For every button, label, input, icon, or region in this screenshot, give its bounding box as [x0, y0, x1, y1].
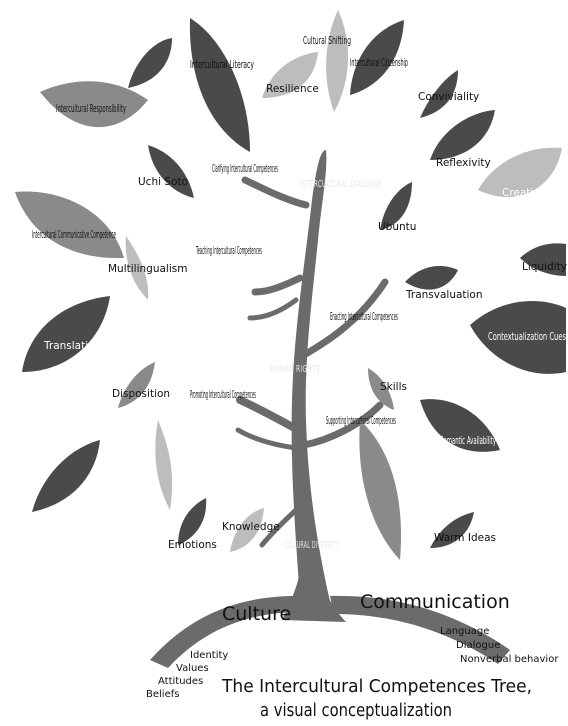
leaf-supporting-right	[359, 420, 401, 560]
label-resilience: Resilience	[266, 83, 319, 95]
label-intercultural-literacy: Intercultural Literacy	[190, 59, 254, 71]
leaf-reflexivity	[430, 110, 495, 160]
leaf-top-left-small	[128, 38, 172, 88]
label-reflexivity: Reflexivity	[436, 157, 491, 169]
culture-item: Identity	[190, 650, 228, 661]
label-knowledge: Knowledge	[222, 521, 280, 533]
label-teaching: Teaching Intercultural Competences	[196, 245, 262, 257]
label-disposition: Disposition	[112, 388, 170, 400]
leaf-disposition	[118, 362, 155, 408]
label-promoting: Promoting Intercultural Competences	[190, 389, 256, 401]
tree-trunk	[282, 150, 346, 622]
label-emotions: Emotions	[168, 539, 217, 551]
label-clarifying: Clarifying Intercultural Competences	[212, 163, 278, 175]
label-translation: Translation	[43, 340, 101, 352]
leaf-emotions	[178, 498, 206, 545]
label-supporting: Supporting Intercultural Competences	[326, 415, 396, 427]
label-intercultural-communicative-competence: Intercultural Communicative Competence	[32, 229, 116, 241]
label-contextualization-cues: Contextualization Cues	[488, 331, 566, 343]
culture-item: Values	[176, 663, 209, 674]
label-ubuntu: Ubuntu	[378, 221, 416, 233]
leaf-transvaluation	[405, 266, 458, 290]
leaf-uchi-soto	[148, 145, 194, 198]
label-warm-ideas: Warm Ideas	[434, 532, 496, 544]
leaf-left-lower	[32, 440, 100, 512]
label-skills: Skills	[380, 381, 407, 393]
label-semantic-availability: Semantic Availability	[440, 435, 496, 447]
communication-item: Dialogue	[456, 640, 500, 651]
label-conviviality: Conviviality	[418, 91, 479, 103]
leaf-cultural-shifting	[326, 10, 348, 112]
label-transvaluation: Transvaluation	[405, 289, 483, 301]
trunk-label-human-rights: HUMAN RIGHTS	[270, 364, 320, 375]
leaf-intercultural-literacy	[190, 18, 250, 152]
leaf-knowledge-upper	[155, 420, 172, 510]
leaf-translation	[22, 296, 110, 372]
communication-item: Nonverbal behavior	[460, 654, 559, 665]
culture-item: Beliefs	[146, 689, 179, 700]
label-multilingualism: Multilingualism	[108, 263, 187, 275]
label-liquidity: Liquidity	[522, 261, 567, 273]
label-enacting: Enacting Intercultural Competences	[330, 311, 398, 323]
communication-item: Language	[440, 626, 489, 637]
label-communication: Communication	[360, 591, 510, 613]
label-cultural-shifting: Cultural Shifting	[303, 35, 351, 47]
label-uchi-soto: Uchi Soto	[138, 176, 188, 188]
leaf-intercultural-communicative-competence	[15, 192, 124, 259]
caption-line-1: The Intercultural Competences Tree,	[221, 676, 532, 697]
label-culture: Culture	[222, 603, 291, 625]
trunk-label-diversity: CULTURAL DIVERSITY	[284, 540, 339, 551]
label-intercultural-citizenship: Intercultural Citizenship	[350, 57, 408, 69]
caption-line-2: a visual conceptualization	[260, 700, 452, 721]
label-intercultural-responsibility: Intercultural Responsibility	[56, 103, 126, 115]
culture-item: Attitudes	[158, 676, 203, 687]
label-creativity: Creativity	[502, 187, 553, 199]
trunk-label-dialogue: INTERCULTURAL DIALOGUE	[300, 179, 382, 190]
